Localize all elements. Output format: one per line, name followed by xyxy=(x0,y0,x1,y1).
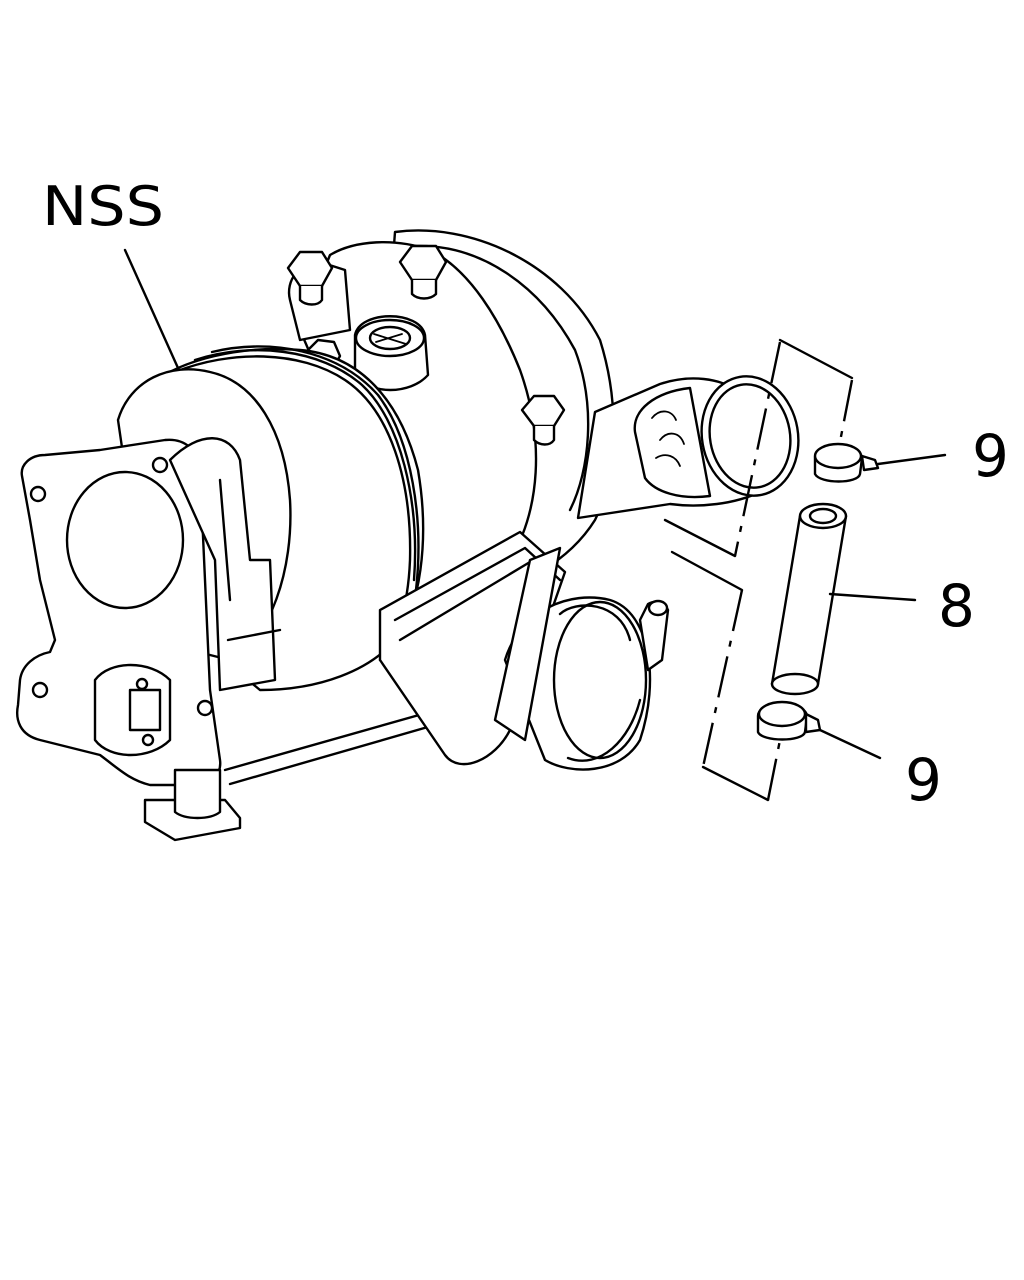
bolt-head-3 xyxy=(520,394,566,446)
leader-line-clamp-lower xyxy=(818,728,882,760)
hose-clamp-upper xyxy=(813,442,880,483)
callout-label-hose: 8 xyxy=(938,572,975,640)
leader-line-clamp-upper xyxy=(876,453,947,466)
wastegate-linkage xyxy=(143,696,480,842)
callout-label-clamp-upper: 9 xyxy=(972,422,1009,490)
oil-port-boss xyxy=(353,315,430,392)
wastegate-actuator xyxy=(378,530,670,771)
bolt-head-1 xyxy=(286,250,334,306)
hose-clamp-lower xyxy=(756,700,822,741)
callout-label-clamp-lower: 9 xyxy=(905,746,942,814)
callout-label-nss: NSS xyxy=(42,175,164,238)
hose xyxy=(770,502,848,696)
outlet-pipe xyxy=(576,375,800,520)
leader-line-hose xyxy=(828,592,917,602)
turbine-inlet-flange xyxy=(16,437,282,787)
bolt-head-2 xyxy=(398,244,448,300)
leader-line-nss xyxy=(123,248,180,370)
assembly-guide-lines xyxy=(663,338,854,802)
